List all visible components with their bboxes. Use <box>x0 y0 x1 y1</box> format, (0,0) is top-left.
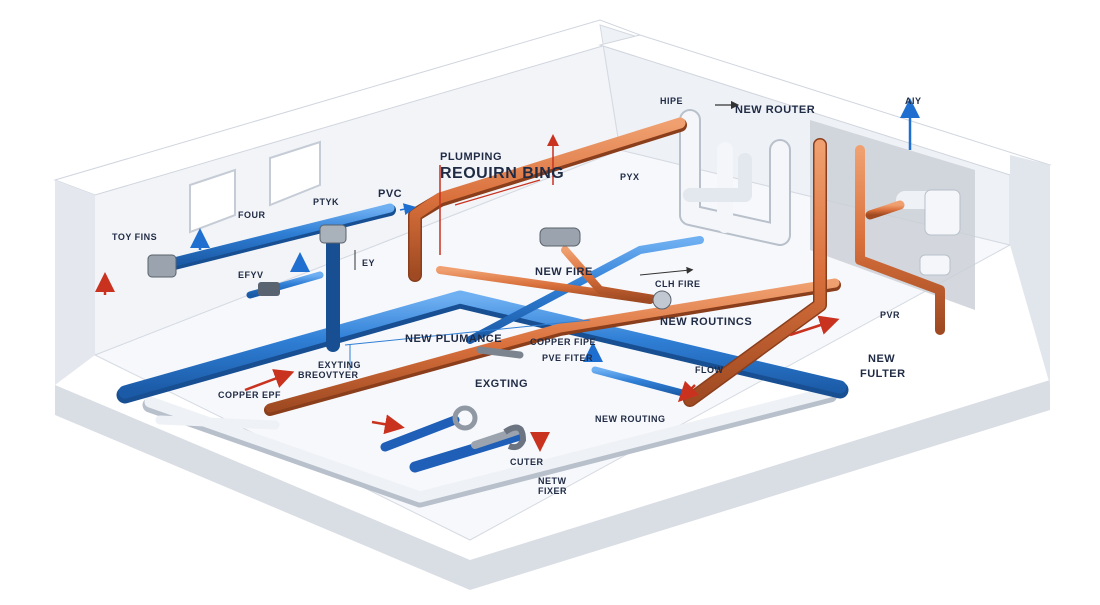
dim-line-2 <box>639 266 694 276</box>
label-pvc: PVC <box>378 188 402 200</box>
label-new-routincs: NEW ROUTINCS <box>660 316 752 328</box>
label-cuter: CUTER <box>510 457 544 467</box>
label-new-fire: NEW FIRE <box>535 266 593 278</box>
tee-fitting <box>319 224 347 244</box>
label-hipe: HIPE <box>660 96 683 106</box>
copper-right <box>855 145 945 335</box>
white-pipe-network <box>142 109 961 508</box>
label-air: AIY <box>905 96 922 106</box>
fittings <box>147 224 672 310</box>
wrench-icon <box>380 405 478 452</box>
blue-main-pipe <box>118 290 847 399</box>
dim-line-3 <box>344 319 591 346</box>
copper-network <box>264 117 945 416</box>
label-new-plumance: NEW PLUMANCE <box>405 333 502 345</box>
label-exyting: EXYTING <box>318 360 361 370</box>
filter-canister <box>924 189 961 236</box>
label-toy-fins: TOY FINS <box>112 232 157 242</box>
label-pyx: PYX <box>620 172 640 182</box>
label-copper-epf: COPPER EPF <box>218 390 281 400</box>
label-efyv: EFYV <box>238 270 264 280</box>
flow-arrow-icon <box>371 414 405 435</box>
filter-canister-2 <box>919 254 951 276</box>
copper-elbow <box>561 246 664 304</box>
white-pipe-loop <box>683 153 752 202</box>
title-leader-line-2 <box>454 179 541 206</box>
pvc-pointer <box>399 203 416 216</box>
window-left <box>189 168 236 234</box>
title-line-2: REOUIRN BING <box>440 165 564 182</box>
label-new-routing: NEW ROUTING <box>595 414 666 424</box>
label-new: NEW <box>868 353 895 365</box>
flow-arrow-icon <box>244 369 295 392</box>
pipe-end-cap <box>652 290 672 310</box>
pipe-wrench-icon <box>409 424 527 473</box>
gray-pipe-stub <box>539 227 581 247</box>
white-pipe-cluster <box>681 111 789 244</box>
blue-branch-2 <box>466 236 704 344</box>
flow-arrows <box>95 98 920 452</box>
blue-upper-pipe <box>165 203 395 268</box>
blue-branch-3 <box>591 366 694 399</box>
label-copper-fipe: COPPER FIPE <box>530 337 596 347</box>
floor-slab-edge <box>55 380 1050 590</box>
label-ey: EY <box>362 258 375 268</box>
label-pvr: PVR <box>880 310 900 320</box>
copper-short <box>865 200 905 220</box>
labels: PLUMPING REOUIRN BING TOY FINS FOUR PTYK… <box>112 96 922 496</box>
pipe-cutter-icon <box>476 346 524 359</box>
label-four: FOUR <box>238 210 266 220</box>
label-pve-fiter: PVE FITER <box>542 353 593 363</box>
label-netw: NETW <box>538 476 567 486</box>
label-exgting: EXGTING <box>475 378 528 390</box>
copper-upper <box>409 117 686 281</box>
flow-arrow-icon <box>789 315 840 337</box>
white-pipe-floor-2 <box>155 415 280 430</box>
white-pipe-floor <box>144 386 836 503</box>
right-wall-front <box>1010 155 1050 385</box>
flow-arrow-icon <box>677 380 700 403</box>
label-fulter: FULTER <box>860 368 906 380</box>
copper-lower <box>265 278 840 413</box>
label-breovtyer: BREOVTYER <box>298 370 359 380</box>
label-flow: FLOW <box>695 365 724 375</box>
window-right <box>269 140 321 207</box>
room-shell <box>53 19 1052 590</box>
valve-center <box>258 282 280 296</box>
label-fixer: FIXER <box>538 486 567 496</box>
title-line-1: PLUMPING <box>440 151 502 163</box>
label-new-router: NEW ROUTER <box>735 104 815 116</box>
valve-left <box>147 254 177 278</box>
label-clh-fire: CLH FIRE <box>655 279 701 289</box>
left-wall-front <box>55 180 95 385</box>
copper-riser <box>684 139 826 406</box>
tools <box>380 346 527 473</box>
label-ptyk: PTYK <box>313 197 339 207</box>
